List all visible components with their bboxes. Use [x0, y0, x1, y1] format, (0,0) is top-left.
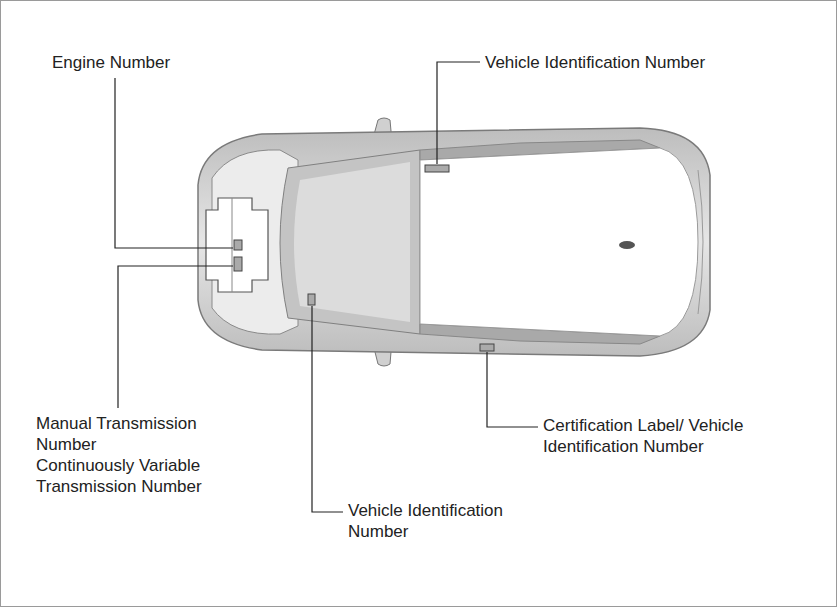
leader-line [312, 306, 343, 512]
part-label: Certification Label/ Vehicle Identificat… [543, 415, 758, 457]
engine-detail [232, 198, 233, 292]
part-label: Vehicle Identification Number [348, 500, 563, 542]
leader-line [437, 62, 480, 164]
location-marker [234, 257, 242, 271]
part-label: Continuously Variable Transmission Numbe… [36, 455, 251, 497]
location-marker [308, 294, 315, 305]
part-label: Engine Number [52, 52, 170, 73]
rear-edge [698, 170, 703, 314]
car-body [198, 128, 710, 356]
location-marker [480, 344, 494, 351]
roof [420, 148, 698, 336]
leader-line [118, 266, 233, 408]
dashboard [294, 162, 410, 322]
location-marker [425, 165, 449, 172]
antenna [619, 241, 635, 249]
leader-line [487, 352, 538, 427]
engine-outline [206, 198, 268, 292]
leader-line [115, 78, 233, 248]
location-marker [234, 240, 242, 250]
part-label: Manual Transmission Number [36, 413, 251, 455]
part-label: Vehicle Identification Number [485, 52, 705, 73]
windshield [280, 150, 420, 334]
